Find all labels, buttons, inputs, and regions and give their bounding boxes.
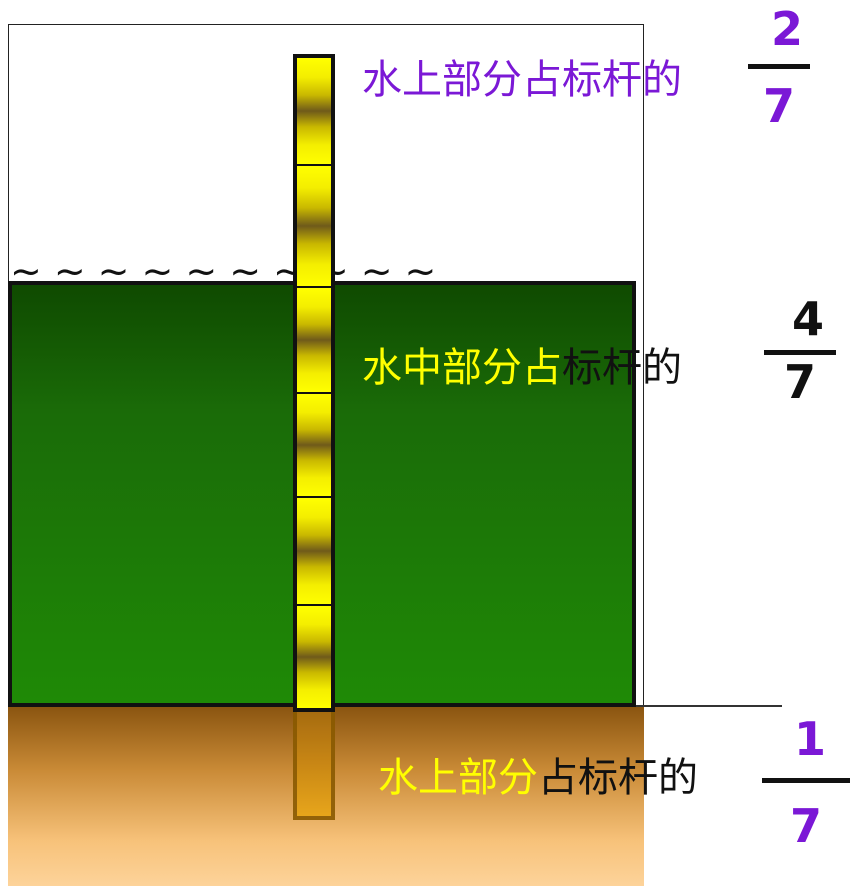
label-in-water: 水中部分占标杆的 xyxy=(362,348,682,388)
fraction-top-bar xyxy=(748,64,810,69)
rod-segment xyxy=(293,286,335,392)
rod-segment xyxy=(293,496,335,604)
rod-segment xyxy=(293,392,335,496)
rod-segment-underground xyxy=(293,710,335,820)
label-in-water-part1: 水中部分占 xyxy=(362,345,562,391)
label-above-water-text: 水上部分占标杆的 xyxy=(362,57,682,103)
rod-segment xyxy=(293,604,335,712)
fraction-middle: 4 7 xyxy=(764,296,836,405)
label-above-water: 水上部分占标杆的 xyxy=(362,60,682,100)
label-in-water-part2: 标杆的 xyxy=(562,345,682,391)
fraction-middle-numerator: 4 xyxy=(791,292,824,346)
ground-line xyxy=(636,705,782,707)
fraction-middle-bar xyxy=(764,350,836,355)
rod-segment xyxy=(293,164,335,286)
fraction-top-denominator: 7 xyxy=(762,79,795,133)
fraction-top: 2 7 xyxy=(748,6,810,129)
fraction-bottom: 1 7 xyxy=(762,716,850,849)
label-in-mud: 水上部分占标杆的 xyxy=(378,758,698,798)
fraction-middle-denominator: 7 xyxy=(783,355,816,409)
rod-segment xyxy=(293,54,335,164)
water-waves: ~~~~~~~~~~ xyxy=(10,249,449,293)
fraction-bottom-denominator: 7 xyxy=(789,799,822,853)
fraction-bottom-numerator: 1 xyxy=(793,712,826,766)
fraction-bottom-bar xyxy=(762,778,850,783)
label-in-mud-part1: 水上部分 xyxy=(378,755,538,801)
fraction-top-numerator: 2 xyxy=(770,2,803,56)
label-in-mud-part2: 占标杆的 xyxy=(538,755,698,801)
